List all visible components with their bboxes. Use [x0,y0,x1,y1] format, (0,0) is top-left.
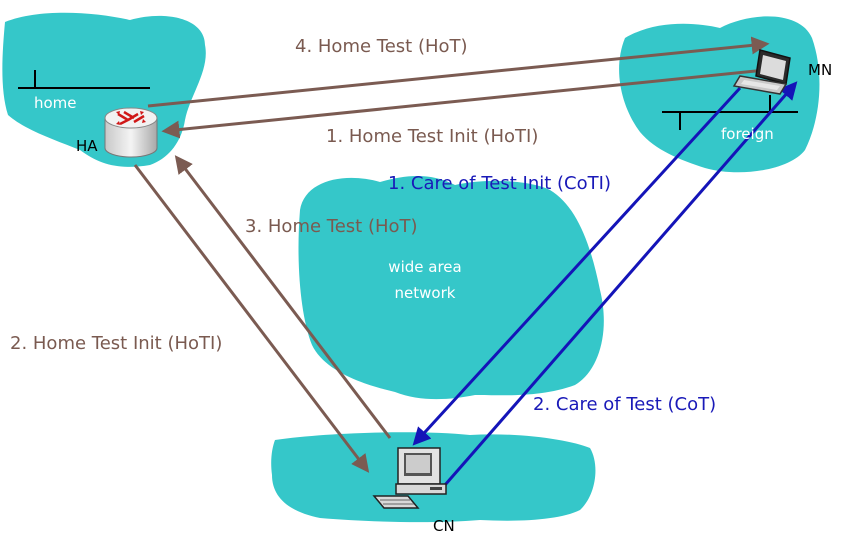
wan-label-line2: network [395,284,456,302]
label-hoti-mn-to-ha: 1. Home Test Init (HoTI) [326,126,538,147]
label-coti: 1. Care of Test Init (CoTI) [388,173,611,194]
cn-label: CN [433,517,455,535]
arrow-hoti-mn-to-ha [161,68,766,139]
arrow-hoti-ha-to-cn [133,164,370,473]
ha-label: HA [76,137,98,155]
arrow-hot-ha-to-mn [147,36,770,108]
wide-area-network-cloud [298,176,604,400]
label-hot-ha-to-mn: 4. Home Test (HoT) [295,36,468,57]
home-network-label: home [34,94,77,112]
home-network-cloud [2,12,206,167]
label-cot: 2. Care of Test (CoT) [533,394,716,415]
laptop-icon [732,49,791,95]
arrow-hot-cn-to-ha [174,155,392,439]
foreign-network-label: foreign [721,125,774,143]
arrow-cot-cn-to-mn [443,81,798,486]
router-icon [104,107,158,158]
desktop-computer-icon [372,447,447,509]
label-hoti-ha-to-cn: 2. Home Test Init (HoTI) [10,333,222,354]
mn-label: MN [808,61,832,79]
arrow-coti-mn-to-cn [412,86,742,446]
wan-label-line1: wide area [388,258,461,276]
foreign-network-cloud [619,16,820,173]
label-hot-cn-to-ha: 3. Home Test (HoT) [245,216,418,237]
